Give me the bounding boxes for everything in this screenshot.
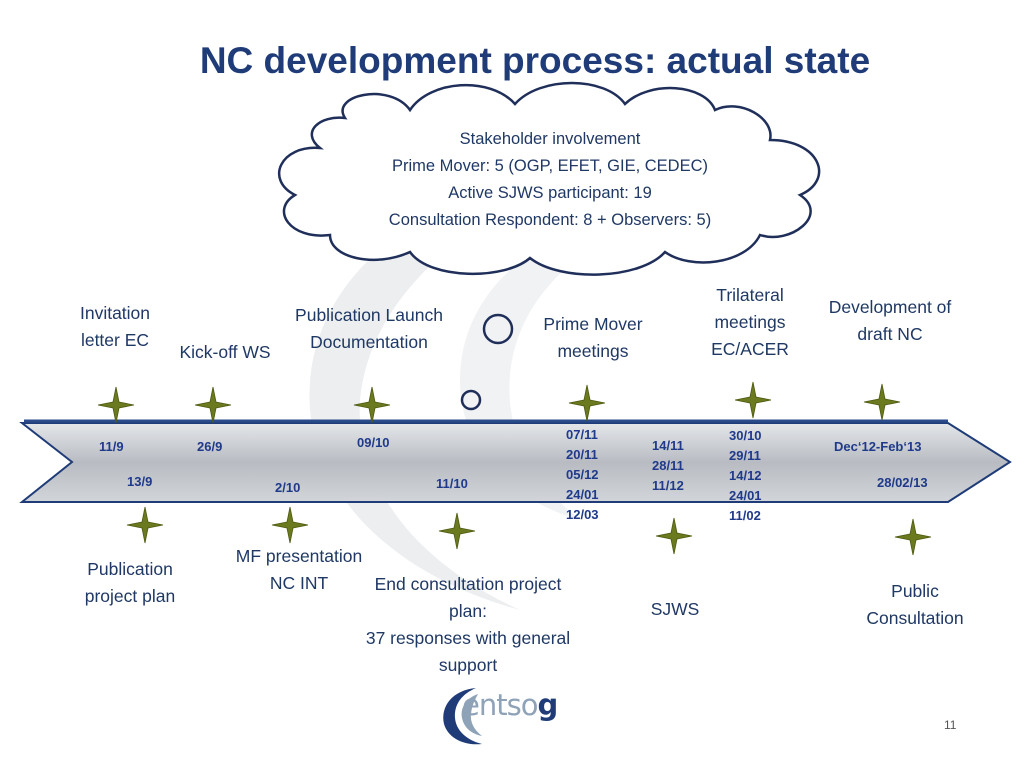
- cloud-line-3: Active SJWS participant: 19: [448, 184, 652, 202]
- cloud-line-2: Prime Mover: 5 (OGP, EFET, GIE, CEDEC): [391, 157, 708, 175]
- thought-bubble-medium: [460, 389, 482, 411]
- label-line: meetings: [714, 312, 786, 332]
- date-11-10: 11/10: [436, 476, 468, 491]
- label-line: EC/ACER: [711, 339, 789, 359]
- label-trilateral-meetings: Trilateral meetings EC/ACER: [695, 282, 805, 363]
- label-line: Public: [891, 581, 939, 601]
- label-line: 37 responses with general: [365, 628, 571, 648]
- label-prime-mover: Prime Mover meetings: [528, 311, 658, 365]
- label-line: plan:: [449, 601, 487, 621]
- date-2-10: 2/10: [275, 480, 301, 495]
- label-line: Documentation: [310, 332, 428, 352]
- label-publication-plan: Publication project plan: [68, 556, 192, 610]
- star-marker-icon: [655, 517, 693, 555]
- date-dev-range: Dec‘12-Feb‘13: [834, 439, 922, 454]
- sjws-date: 28/11: [652, 458, 684, 473]
- label-publication-launch: Publication Launch Documentation: [280, 302, 458, 356]
- star-marker-icon: [353, 386, 391, 424]
- trilateral-dates: 30/10 29/11 14/12 24/01 11/02: [729, 426, 762, 526]
- star-marker-icon: [271, 506, 309, 544]
- logo-prefix: entso: [462, 688, 538, 722]
- star-marker-icon: [97, 386, 135, 424]
- slide-title: NC development process: actual state: [199, 40, 871, 81]
- sjws-date: 11/12: [652, 478, 684, 493]
- entsog-logo-icon: [443, 688, 482, 745]
- date-26-9: 26/9: [197, 439, 223, 454]
- pm-date: 20/11: [566, 447, 598, 462]
- label-line: End consultation project: [374, 574, 562, 594]
- label-line: SJWS: [650, 599, 700, 619]
- label-end-consultation: End consultation project plan: 37 respon…: [338, 571, 598, 679]
- sjws-date: 14/11: [652, 438, 684, 453]
- thought-bubble-large: [482, 313, 514, 345]
- logo-suffix: g: [537, 688, 558, 722]
- tri-date: 29/11: [729, 448, 761, 463]
- pm-date: 07/11: [566, 427, 598, 442]
- prime-mover-dates: 07/11 20/11 05/12 24/01 12/03: [566, 425, 599, 525]
- label-line: Publication: [87, 559, 173, 579]
- label-line: support: [438, 655, 498, 675]
- cloud-line-4: Consultation Respondent: 8 + Observers: …: [388, 211, 712, 229]
- tri-date: 24/01: [729, 488, 762, 503]
- date-28-02-13: 28/02/13: [877, 475, 928, 490]
- label-invitation-letter: Invitation letter EC: [60, 300, 170, 354]
- label-line: Kick-off WS: [179, 342, 271, 362]
- star-marker-icon: [438, 512, 476, 550]
- logo-wordmark: entsog: [462, 688, 558, 722]
- label-kickoff-ws: Kick-off WS: [168, 339, 282, 366]
- sjws-dates: 14/11 28/11 11/12: [652, 436, 684, 496]
- star-marker-icon: [734, 381, 772, 419]
- label-line: letter EC: [80, 330, 150, 350]
- label-line: Consultation: [866, 608, 964, 628]
- pm-date: 05/12: [566, 467, 599, 482]
- tri-date: 30/10: [729, 428, 762, 443]
- label-line: meetings: [557, 341, 629, 361]
- star-marker-icon: [194, 386, 232, 424]
- date-11-9: 11/9: [99, 439, 124, 454]
- label-line: Publication Launch: [295, 305, 443, 325]
- label-line: NC INT: [269, 573, 329, 593]
- label-public-consultation: Public Consultation: [850, 578, 980, 632]
- label-line: Development of: [828, 297, 952, 317]
- label-line: MF presentation: [235, 546, 363, 566]
- star-marker-icon: [863, 383, 901, 421]
- label-line: Prime Mover: [543, 314, 643, 334]
- label-sjws: SJWS: [640, 596, 710, 623]
- label-line: Trilateral: [716, 285, 784, 305]
- page-number: 11: [944, 718, 957, 732]
- date-09-10: 09/10: [357, 435, 390, 450]
- tri-date: 11/02: [729, 508, 761, 523]
- star-marker-icon: [568, 384, 606, 422]
- label-line: draft NC: [857, 324, 923, 344]
- label-line: Invitation: [79, 303, 151, 323]
- pm-date: 24/01: [566, 487, 599, 502]
- date-13-9: 13/9: [127, 474, 153, 489]
- star-marker-icon: [894, 518, 932, 556]
- cloud-line-1: Stakeholder involvement: [459, 130, 641, 148]
- pm-date: 12/03: [566, 507, 599, 522]
- cloud-text: Stakeholder involvement Prime Mover: 5 (…: [330, 126, 770, 234]
- star-marker-icon: [126, 506, 164, 544]
- label-mf-presentation: MF presentation NC INT: [218, 543, 380, 597]
- tri-date: 14/12: [729, 468, 762, 483]
- label-development-draft: Development of draft NC: [812, 294, 968, 348]
- label-line: project plan: [84, 586, 176, 606]
